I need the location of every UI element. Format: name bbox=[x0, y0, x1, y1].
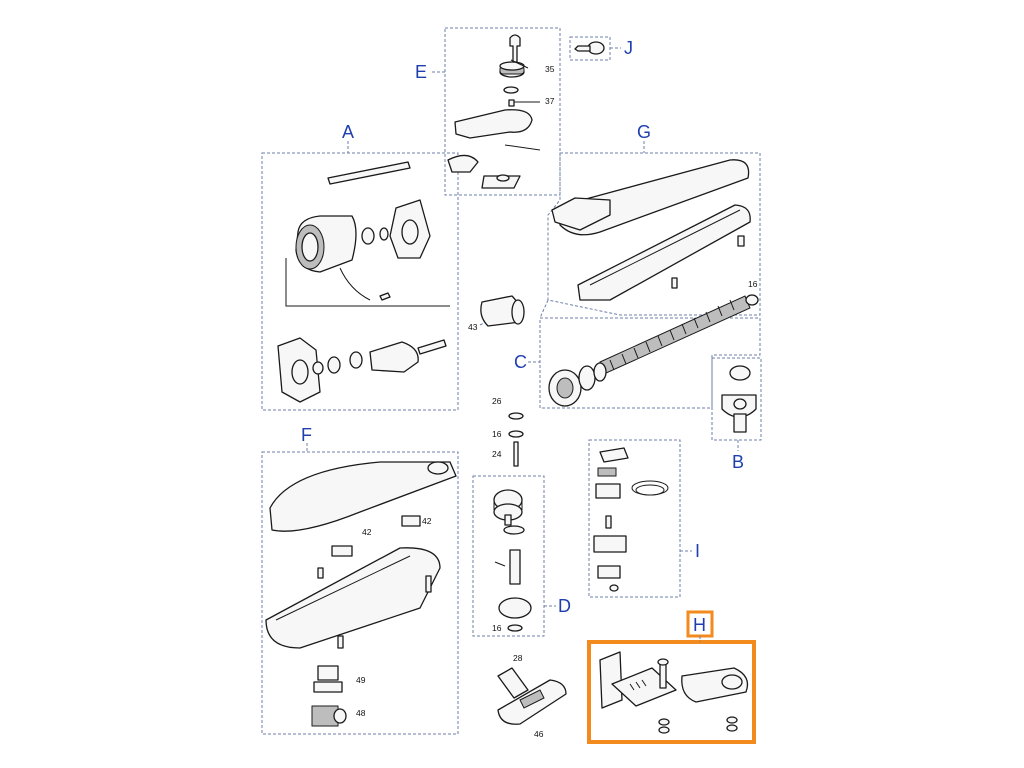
part-num-43[interactable]: 43 bbox=[468, 322, 478, 332]
group-label-c[interactable]: C bbox=[514, 352, 527, 372]
leader-g-c bbox=[539, 299, 549, 319]
part-num-46[interactable]: 46 bbox=[534, 729, 544, 739]
group-i-parts bbox=[593, 447, 669, 592]
group-f-box[interactable] bbox=[261, 451, 459, 735]
shaft-parts-26-16-24 bbox=[508, 412, 524, 467]
group-label-j[interactable]: J bbox=[624, 38, 633, 58]
group-j-key bbox=[574, 41, 605, 55]
part-43-sleeve bbox=[480, 295, 525, 327]
group-label-f[interactable]: F bbox=[301, 425, 312, 445]
group-e-parts bbox=[447, 34, 541, 189]
group-label-a[interactable]: A bbox=[342, 122, 354, 142]
part-num-28[interactable]: 28 bbox=[513, 653, 523, 663]
part-num-48[interactable]: 48 bbox=[356, 708, 366, 718]
group-label-d[interactable]: D bbox=[558, 596, 571, 616]
part-num-49[interactable]: 49 bbox=[356, 675, 366, 685]
group-g-box[interactable] bbox=[547, 152, 761, 316]
group-h-parts bbox=[599, 651, 749, 734]
part-num-24[interactable]: 24 bbox=[492, 449, 502, 459]
group-b-box[interactable] bbox=[711, 357, 762, 441]
group-a-box[interactable] bbox=[261, 152, 459, 411]
part-num-16-shaft[interactable]: 16 bbox=[492, 429, 502, 439]
group-h-highlight-box[interactable] bbox=[587, 640, 756, 744]
group-label-g[interactable]: G bbox=[637, 122, 651, 142]
group-label-i[interactable]: I bbox=[695, 541, 700, 561]
group-e-box[interactable] bbox=[444, 27, 561, 196]
group-b-parts bbox=[721, 365, 757, 433]
group-i-box[interactable] bbox=[588, 439, 681, 598]
parts-28-46 bbox=[497, 667, 567, 725]
group-f-parts bbox=[265, 461, 457, 727]
group-d-box[interactable] bbox=[472, 475, 545, 637]
group-c-parts bbox=[548, 294, 759, 407]
part-num-42-right[interactable]: 42 bbox=[422, 516, 432, 526]
group-label-b[interactable]: B bbox=[732, 452, 744, 472]
group-d-parts bbox=[493, 489, 532, 632]
group-g-parts bbox=[551, 159, 751, 301]
part-num-35[interactable]: 35 bbox=[545, 64, 555, 74]
part-num-26[interactable]: 26 bbox=[492, 396, 502, 406]
group-label-h[interactable]: H bbox=[693, 615, 706, 635]
part-num-37[interactable]: 37 bbox=[545, 96, 555, 106]
part-num-42-left[interactable]: 42 bbox=[362, 527, 372, 537]
group-a-parts bbox=[277, 161, 450, 403]
part-num-16-c[interactable]: 16 bbox=[748, 279, 758, 289]
group-label-e[interactable]: E bbox=[415, 62, 427, 82]
group-c-box[interactable] bbox=[539, 317, 761, 409]
part-num-16-d[interactable]: 16 bbox=[492, 623, 502, 633]
